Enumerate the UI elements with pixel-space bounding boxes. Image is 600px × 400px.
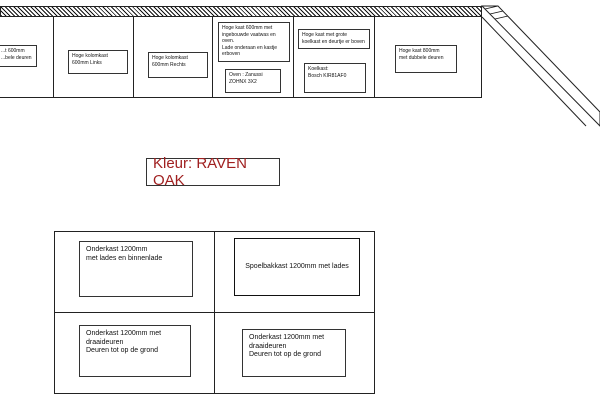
lower-cabinet-bottom-left-label: Onderkast 1200mm met draaideuren Deuren …: [79, 325, 191, 377]
upper-cabinet-3[interactable]: Hoge kolomkast 600mm Rechts: [133, 16, 213, 98]
lower-cabinet-top-right-label: Spoelbakkast 1200mm met lades: [234, 238, 360, 296]
lower-cabinet-top-left[interactable]: Onderkast 1200mm met lades en binnenlade: [54, 231, 215, 313]
upper-cabinet-6[interactable]: Hoge kast 800mm met dubbele deuren: [374, 16, 482, 98]
upper-cabinet-5-label: Hoge kast met grote koelkast en deurtje …: [298, 29, 370, 49]
color-label: Kleur: RAVEN OAK: [146, 155, 280, 189]
upper-cabinet-6-label: Hoge kast 800mm met dubbele deuren: [395, 45, 457, 73]
upper-cabinet-3-label: Hoge kolomkast 600mm Rechts: [148, 52, 208, 78]
lower-cabinet-bottom-right-label: Onderkast 1200mm met draaideuren Deuren …: [242, 329, 346, 377]
lower-cabinet-bottom-right[interactable]: Onderkast 1200mm met draaideuren Deuren …: [214, 312, 375, 394]
angled-wall-outline: [480, 5, 600, 127]
upper-cabinet-4-label: Hoge kast 600mm met ingebouwde vaatwas e…: [218, 22, 290, 62]
upper-cabinet-4[interactable]: Hoge kast 600mm met ingebouwde vaatwas e…: [212, 16, 294, 98]
lower-cabinet-top-left-label: Onderkast 1200mm met lades en binnenlade: [79, 241, 193, 297]
fridge-label: Koelkast: Bosch KIR81AF0: [304, 63, 366, 93]
upper-cabinet-1[interactable]: ...t 600mm ...bele deuren: [0, 16, 54, 98]
angled-wall-inner-line: [481, 16, 587, 127]
oven-label: Oven : Zanussi ZOHNX 3X2: [225, 69, 281, 93]
upper-cabinet-1-label: ...t 600mm ...bele deuren: [0, 45, 37, 67]
angled-wall-hatch: [484, 5, 509, 20]
angled-wall-section: [480, 5, 600, 127]
lower-cabinet-bottom-left[interactable]: Onderkast 1200mm met draaideuren Deuren …: [54, 312, 215, 394]
lower-cabinet-top-right[interactable]: Spoelbakkast 1200mm met lades: [214, 231, 375, 313]
upper-cabinet-2-label: Hoge kolomkast 600mm Links: [68, 50, 128, 74]
upper-cabinet-5[interactable]: Hoge kast met grote koelkast en deurtje …: [293, 16, 375, 98]
upper-cabinet-2[interactable]: Hoge kolomkast 600mm Links: [53, 16, 134, 98]
